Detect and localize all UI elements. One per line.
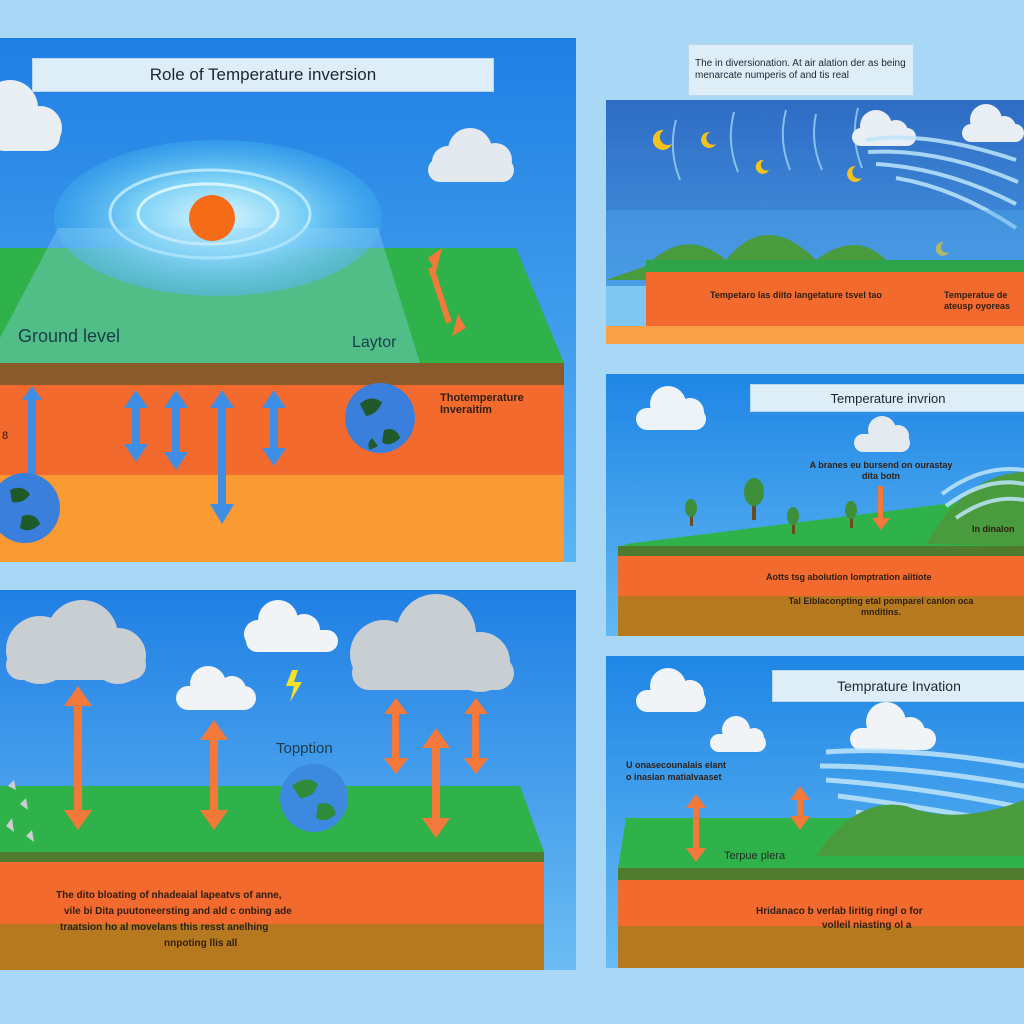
- main-inversion-panel: Role of Temperature inversion Ground lev…: [0, 38, 576, 562]
- soil-layer: [0, 924, 544, 970]
- cloud-icon: [854, 416, 910, 452]
- ground-edge: [0, 363, 564, 385]
- cloud-icon: [710, 716, 766, 752]
- down-arrow-icon: [872, 486, 890, 530]
- vertical-arrows: [22, 386, 286, 524]
- double-arrow-icons: [686, 786, 810, 862]
- main-panel-title: Role of Temperature inversion: [32, 58, 494, 92]
- lightning-icon: [286, 670, 302, 702]
- inversion-label: Thotemperature Inveraitim: [440, 392, 524, 416]
- soil-layer: [618, 596, 1024, 636]
- wind-lines: [940, 467, 1024, 520]
- cool-layer: [0, 475, 564, 562]
- middle-right-note: A branes eu bursend on ourastay dita bot…: [809, 460, 953, 481]
- ground-level-label: Ground level: [18, 326, 121, 346]
- cloud-icon: [244, 600, 338, 652]
- bottom-left-illustration: [0, 590, 576, 970]
- bottom-right-note-1: U onasecounalais elant: [626, 760, 727, 770]
- cloud-icon: [176, 666, 256, 710]
- night-caption-left: Tempetaro las diito langetature tsvel ta…: [710, 290, 882, 300]
- globe-label: Topption: [276, 740, 333, 757]
- middle-right-caption-2: Tal Eiblaconpting etal pomparel canlon o…: [788, 596, 974, 617]
- cloud-icon: [636, 668, 706, 712]
- cloud-icon: [0, 80, 62, 151]
- bottom-right-illustration: [606, 656, 1024, 968]
- warm-layer: [646, 272, 1024, 330]
- bottom-right-caption-2: volleil niasting ol a: [822, 920, 912, 931]
- cloud-icon: [350, 594, 514, 692]
- middle-right-illustration: [606, 374, 1024, 636]
- middle-right-panel: Temperature invrion A branes eu bursend …: [606, 374, 1024, 636]
- bottom-left-caption-3: traatsion ho al movelans this resst anel…: [60, 922, 269, 933]
- bottom-right-caption-1: Hridanaco b verlab liritig ringl o for: [756, 906, 923, 917]
- middle-right-side-label: In dinalon: [972, 524, 1015, 534]
- tree-icons: [685, 478, 857, 534]
- bottom-left-caption-4: nnpoting llis all: [164, 938, 238, 949]
- cloud-icon: [962, 104, 1024, 142]
- night-panel: Tempetaro las diito langetature tsvel ta…: [606, 100, 1024, 344]
- bottom-left-caption-1: The dito bloating of nhadeaial lapeatvs …: [56, 890, 282, 901]
- edge-mark: 8: [2, 430, 9, 442]
- warm-layer: [618, 880, 1024, 926]
- globe-icon: [280, 764, 348, 832]
- bottom-right-title: Temprature Invation: [772, 670, 1024, 702]
- night-caption-right: Temperatue de ateusp oyoreas: [944, 290, 1011, 311]
- double-arrow-icon: [428, 248, 466, 336]
- night-panel-illustration: [606, 100, 1024, 344]
- main-panel-illustration: [0, 38, 576, 562]
- top-note-text: The in diversionation. At air alation de…: [695, 58, 906, 81]
- middle-right-title: Temperature invrion: [750, 384, 1024, 412]
- cloud-icon: [850, 702, 936, 750]
- bottom-left-panel: Topption The dito bloating of nhadeaial …: [0, 590, 576, 970]
- moon-icons: [652, 129, 949, 256]
- warm-layer: [0, 862, 544, 924]
- bottom-right-note-2: o inasian matialvaaset: [626, 772, 722, 782]
- double-arrow-icons: [64, 686, 488, 838]
- bottom-right-ground-label: Terpue plera: [724, 850, 786, 862]
- globe-icon: [345, 383, 415, 453]
- cold-air-swirl: [865, 135, 1019, 230]
- soil-layer: [618, 926, 1024, 968]
- ground-surface: [618, 494, 1024, 550]
- globe-icon: [0, 473, 60, 543]
- middle-right-caption-1: Aotts tsg abolution lomptration aiitiote: [766, 572, 932, 582]
- bottom-right-panel: Temprature Invation U onasecounalais ela…: [606, 656, 1024, 968]
- top-note: The in diversionation. At air alation de…: [688, 44, 914, 96]
- cloud-icon: [428, 128, 514, 182]
- warm-layer: [0, 385, 564, 475]
- cloud-icon: [6, 600, 146, 684]
- cloud-icon: [636, 386, 706, 430]
- dust-particles: [6, 780, 34, 842]
- warm-layer: [618, 556, 1024, 596]
- sun-icon: [189, 195, 235, 241]
- ground-surface: [0, 786, 544, 852]
- bottom-left-caption-2: vile bi Dita puutoneersting and ald c on…: [64, 906, 292, 917]
- layer-label: Laytor: [352, 334, 397, 351]
